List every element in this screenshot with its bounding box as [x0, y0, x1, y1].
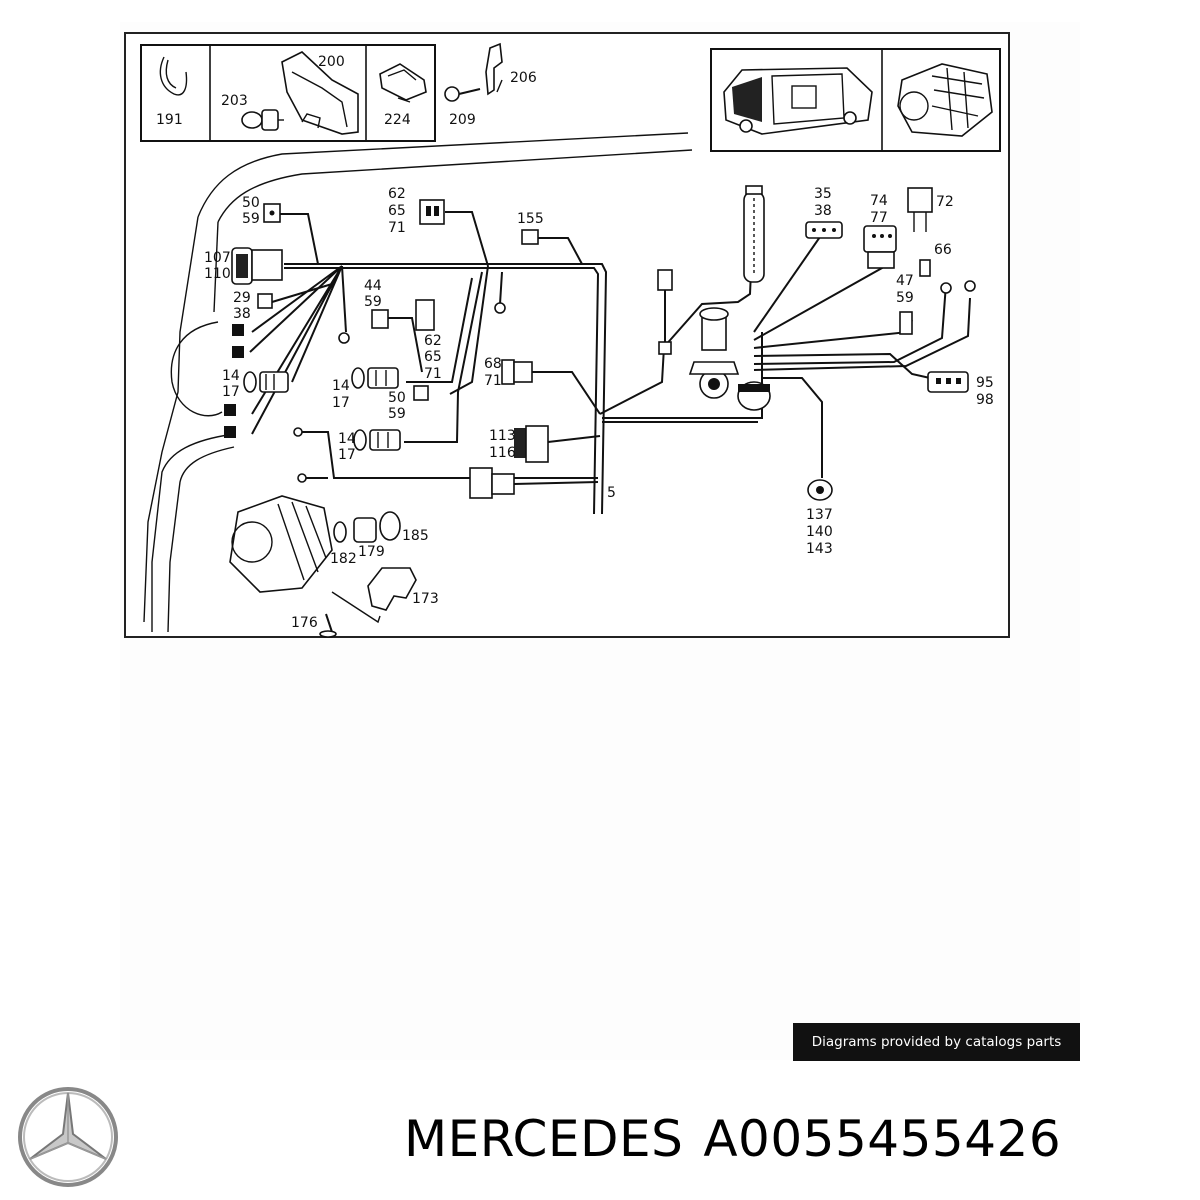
diagram-credit-banner: Diagrams provided by catalogs parts [793, 1023, 1080, 1061]
label-59-top: 59 [242, 211, 260, 227]
label-68: 68 [484, 356, 502, 372]
label-14-low: 14 [338, 431, 356, 447]
connector-74-77 [863, 225, 897, 269]
label-17-left: 17 [222, 384, 240, 400]
label-14-left: 14 [222, 368, 240, 384]
connector-137-140-143 [807, 479, 833, 501]
screw-176 [319, 613, 337, 638]
label-72: 72 [936, 194, 954, 210]
label-107: 107 [204, 250, 231, 266]
connector-62-65-71-top [419, 199, 445, 225]
part-label-209: 209 [449, 112, 476, 128]
part-caption: MERCEDES A0055455426 [404, 1110, 1081, 1168]
wiring-diagram: 191 200 203 224 206 209 [124, 32, 1010, 638]
connector-lower-5 [469, 467, 515, 499]
label-14-mid: 14 [332, 378, 350, 394]
body-outline [143, 132, 693, 633]
clip-part-224 [379, 63, 427, 103]
label-59-mid: 59 [388, 406, 406, 422]
label-179: 179 [358, 544, 385, 560]
label-116: 116 [489, 445, 516, 461]
clip-part-191 [159, 56, 188, 96]
bolt-part-209 [444, 86, 481, 102]
grommet-right [737, 381, 771, 411]
switch-assembly [688, 307, 740, 399]
part-label-224: 224 [384, 112, 411, 128]
connector-29-38 [257, 293, 273, 309]
label-110: 110 [204, 266, 231, 282]
bracket-173 [331, 567, 417, 624]
label-143: 143 [806, 541, 833, 557]
label-17-low: 17 [338, 447, 356, 463]
connector-35-38 [805, 221, 843, 239]
label-62-top: 62 [388, 186, 406, 202]
label-65-top: 65 [388, 203, 406, 219]
diagnostic-connector-long [743, 185, 765, 283]
label-185: 185 [402, 528, 429, 544]
label-66: 66 [934, 242, 952, 258]
label-98: 98 [976, 392, 994, 408]
main-harness [249, 201, 971, 515]
ground-eye-center [494, 302, 506, 314]
label-71-top: 71 [388, 220, 406, 236]
label-95: 95 [976, 375, 994, 391]
label-176: 176 [291, 615, 318, 631]
label-71-mid: 71 [424, 366, 442, 382]
connector-107-110 [231, 247, 283, 285]
connector-68-71 [501, 359, 533, 385]
label-140: 140 [806, 524, 833, 540]
connector-113-116 [514, 425, 549, 463]
label-50-top: 50 [242, 195, 260, 211]
part-number: A0055455426 [703, 1110, 1062, 1168]
label-173: 173 [412, 591, 439, 607]
ground-eyes-lower [293, 427, 307, 483]
label-47: 47 [896, 273, 914, 289]
label-182: 182 [330, 551, 357, 567]
nut-washer-parts [333, 511, 401, 543]
connector-44-59 [371, 299, 435, 331]
label-113: 113 [489, 428, 516, 444]
connector-50-59-top [263, 203, 281, 223]
label-35: 35 [814, 186, 832, 202]
connector-47-59 [899, 311, 913, 335]
label-38-35: 38 [814, 203, 832, 219]
sensor-plug-center [657, 269, 673, 355]
part-label-191: 191 [156, 112, 183, 128]
engine-icon [897, 63, 993, 137]
connector-14-17-left [243, 371, 289, 393]
alternator [229, 495, 333, 593]
label-50-mid: 50 [388, 390, 406, 406]
label-5: 5 [607, 485, 616, 501]
label-62-mid: 62 [424, 333, 442, 349]
label-38: 38 [233, 306, 251, 322]
label-59-47: 59 [896, 290, 914, 306]
connector-95-98 [927, 371, 969, 393]
label-44: 44 [364, 278, 382, 294]
relay-72 [907, 187, 933, 232]
bracket-part-200 [281, 51, 359, 135]
label-17-mid: 17 [332, 395, 350, 411]
label-74: 74 [870, 193, 888, 209]
connector-50-59-mid [413, 385, 429, 401]
car-location-icon [723, 67, 873, 135]
label-155: 155 [517, 211, 544, 227]
part-label-200: 200 [318, 54, 345, 70]
label-71-68: 71 [484, 373, 502, 389]
part-label-203: 203 [221, 93, 248, 109]
label-65-mid: 65 [424, 349, 442, 365]
mercedes-star-logo [16, 1085, 120, 1189]
brand-name: MERCEDES [404, 1110, 684, 1168]
terminal-66 [919, 259, 976, 294]
bracket-part-206 [485, 42, 503, 96]
connector-14-17-low [353, 429, 401, 451]
label-59-44: 59 [364, 294, 382, 310]
label-137: 137 [806, 507, 833, 523]
connector-155 [521, 229, 539, 245]
connector-14-17-mid [351, 367, 399, 389]
label-77: 77 [870, 210, 888, 226]
push-clip-part-203 [241, 109, 284, 131]
part-label-206: 206 [510, 70, 537, 86]
terminals-left [224, 324, 350, 438]
label-29: 29 [233, 290, 251, 306]
